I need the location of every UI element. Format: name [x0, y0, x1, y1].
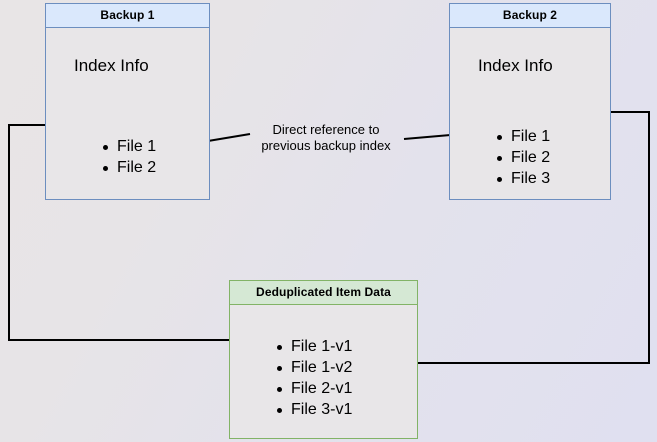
- edge-label-direct-reference: Direct reference to previous backup inde…: [246, 122, 406, 154]
- backup-2-file-list: File 1 File 2 File 3: [495, 126, 550, 189]
- node-deduplicated-item-data[interactable]: Deduplicated Item Data File 1-v1 File 1-…: [229, 280, 418, 439]
- backup-2-index-info-label: Index Info: [478, 56, 553, 75]
- backup-1-file-list: File 1 File 2: [101, 136, 156, 178]
- edge-label-line-2: previous backup index: [261, 138, 391, 153]
- list-item: File 1-v1: [275, 336, 352, 357]
- list-item: File 3: [495, 168, 550, 189]
- list-item: File 3-v1: [275, 399, 352, 420]
- edge-label-line-1: Direct reference to: [272, 122, 380, 137]
- node-backup-2-header: Backup 2: [450, 4, 610, 28]
- list-item: File 2: [101, 157, 156, 178]
- node-dedup-body: File 1-v1 File 1-v2 File 2-v1 File 3-v1: [230, 305, 417, 438]
- list-item: File 2: [495, 147, 550, 168]
- node-backup-2[interactable]: Backup 2 Index Info File 1 File 2 File 3: [449, 3, 611, 200]
- list-item: File 1: [101, 136, 156, 157]
- list-item: File 2-v1: [275, 378, 352, 399]
- node-backup-1[interactable]: Backup 1 Index Info File 1 File 2: [45, 3, 210, 200]
- node-dedup-header: Deduplicated Item Data: [230, 281, 417, 305]
- list-item: File 1-v2: [275, 357, 352, 378]
- list-item: File 1: [495, 126, 550, 147]
- node-backup-1-body: Index Info File 1 File 2: [46, 28, 209, 199]
- dedup-file-list: File 1-v1 File 1-v2 File 2-v1 File 3-v1: [275, 336, 352, 420]
- node-backup-2-body: Index Info File 1 File 2 File 3: [450, 28, 610, 199]
- node-backup-1-header: Backup 1: [46, 4, 209, 28]
- backup-1-index-info-label: Index Info: [74, 56, 149, 75]
